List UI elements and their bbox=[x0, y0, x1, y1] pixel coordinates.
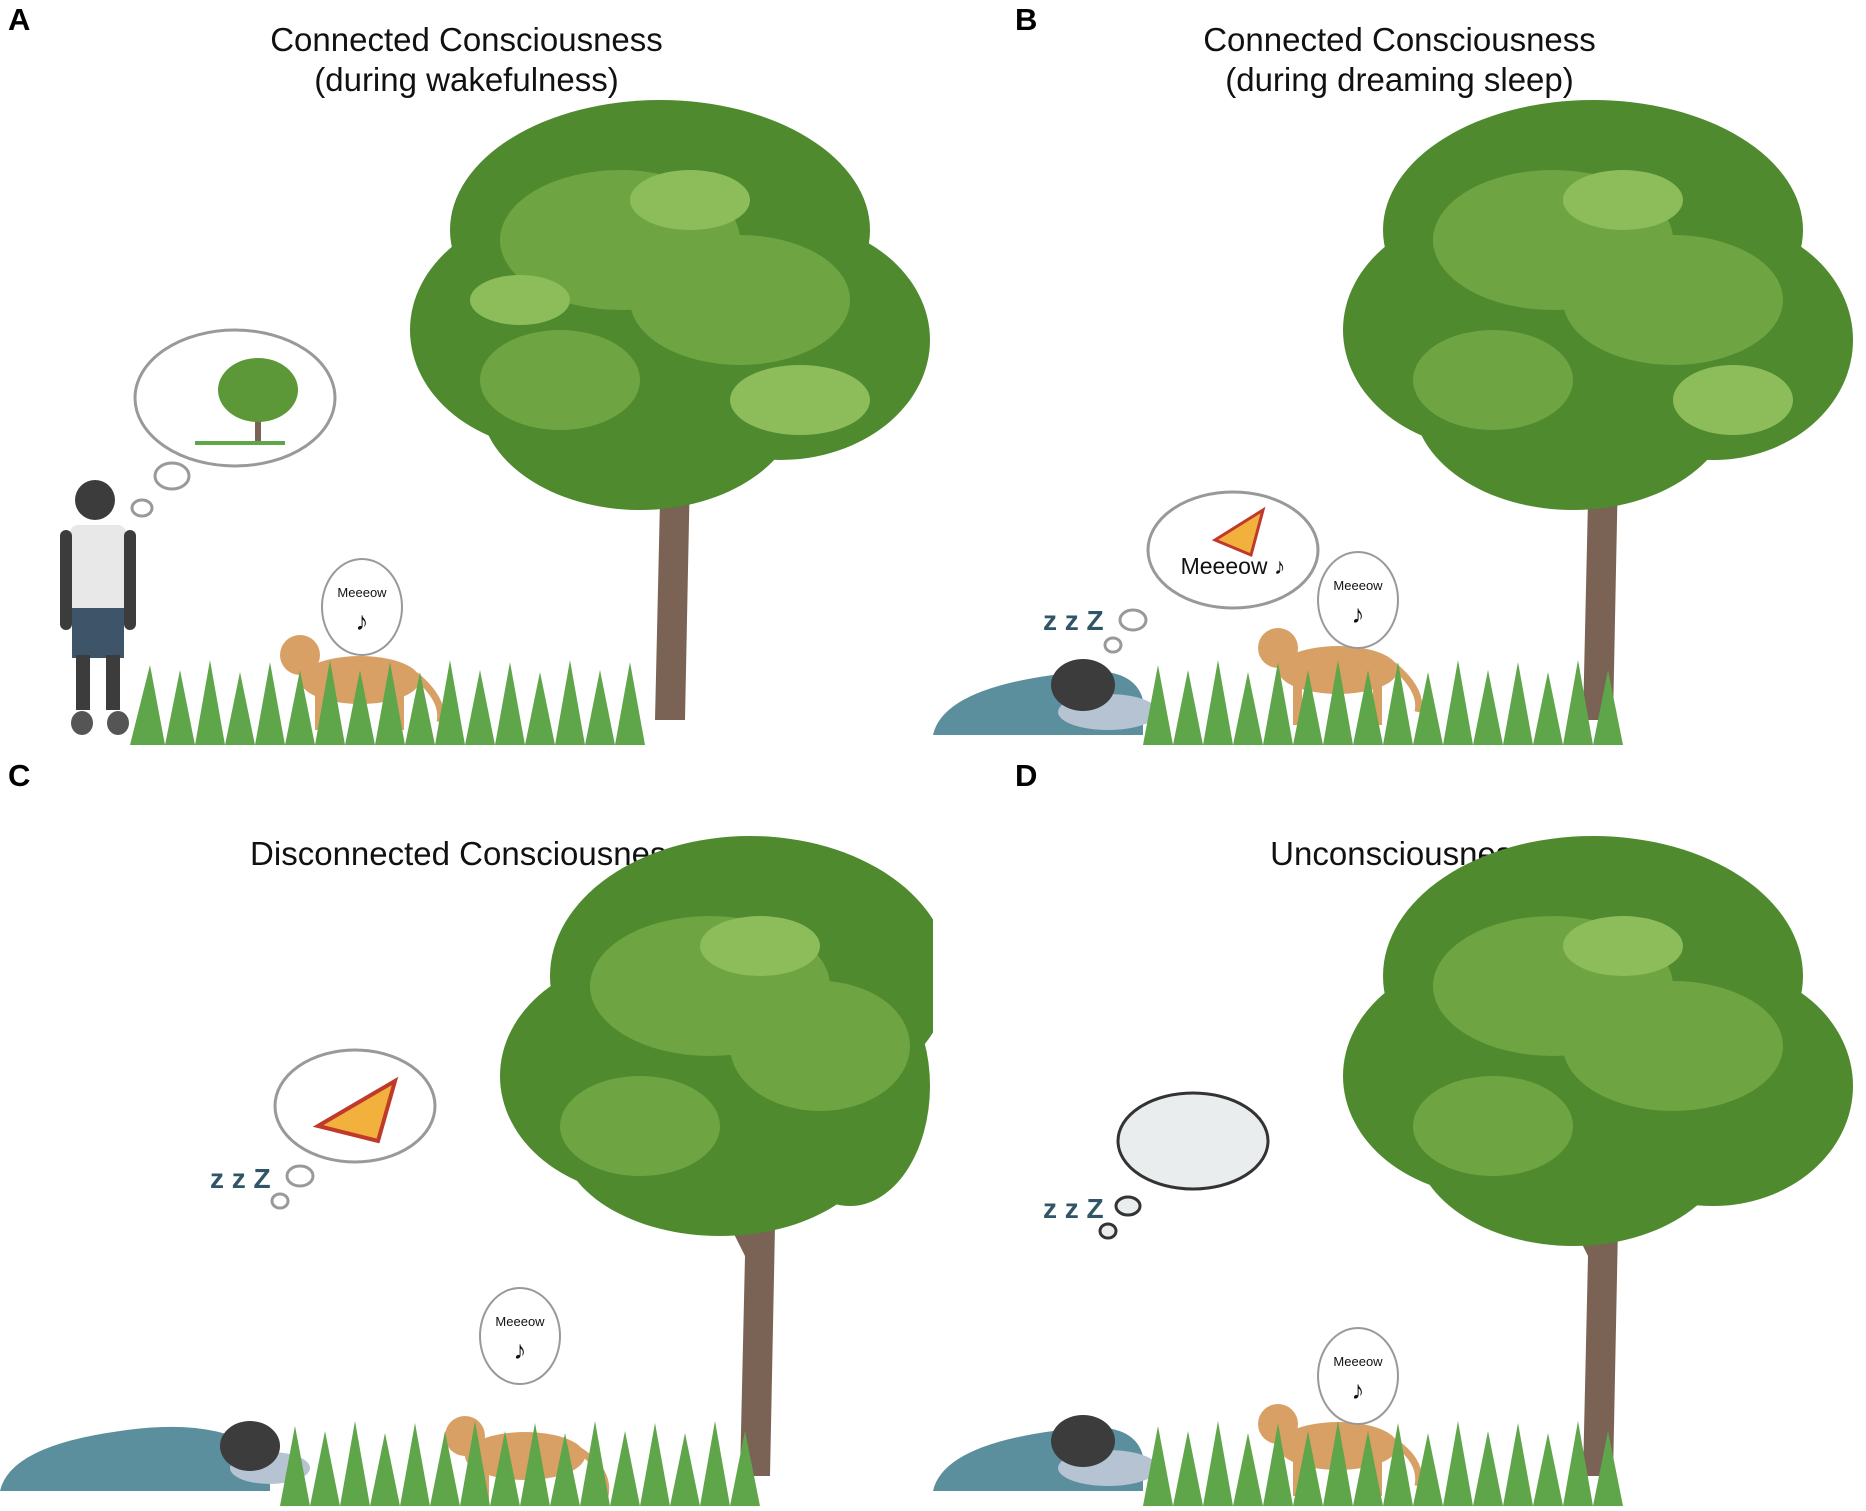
person-icon bbox=[60, 480, 136, 735]
grass bbox=[130, 660, 645, 745]
panel-title: Connected Consciousness (during dreaming… bbox=[933, 20, 1866, 100]
title-line-2: (during dreaming sleep) bbox=[1225, 61, 1574, 98]
dream-speech-text: Meeeow ♪ bbox=[1181, 553, 1286, 579]
panel-c: C Disconnected Consciousness z z Z bbox=[0, 756, 933, 1511]
cat-speech-text: Meeeow bbox=[495, 1314, 545, 1329]
panel-title: Connected Consciousness (during wakefuln… bbox=[0, 20, 933, 100]
title-line-1: Connected Consciousness bbox=[1203, 21, 1596, 58]
pizza-icon bbox=[1211, 506, 1266, 558]
cat-speech-text: Meeeow bbox=[1333, 1354, 1383, 1369]
grass bbox=[1143, 660, 1623, 745]
music-note-icon: ♪ bbox=[1352, 599, 1365, 629]
title-line-1: Disconnected Consciousness bbox=[250, 835, 683, 872]
tree-icon bbox=[1343, 100, 1853, 720]
panel-letter: B bbox=[1015, 2, 1038, 37]
speech-bubble-icon: Meeeow ♪ bbox=[479, 1287, 561, 1385]
thought-bubble-icon bbox=[1098, 1091, 1270, 1240]
thought-bubble-icon bbox=[270, 1048, 437, 1210]
speech-bubble-icon: Meeeow ♪ bbox=[1317, 1327, 1399, 1425]
tree-icon bbox=[500, 836, 933, 1476]
tree-icon bbox=[1343, 836, 1853, 1476]
speech-bubble-icon: Meeeow ♪ bbox=[321, 558, 403, 656]
title-line-2: (during wakefulness) bbox=[314, 61, 619, 98]
grass bbox=[1143, 1421, 1623, 1506]
thought-bubble-icon bbox=[130, 328, 337, 518]
music-note-icon: ♪ bbox=[356, 606, 369, 636]
scene-a: Meeeow ♪ bbox=[60, 100, 930, 745]
panel-letter: A bbox=[8, 2, 31, 37]
title-line-1: Connected Consciousness bbox=[270, 21, 663, 58]
panel-d: D Unconsciousness z z Z bbox=[933, 756, 1866, 1511]
sleeping-person-icon bbox=[0, 1421, 310, 1491]
panel-letter: C bbox=[8, 758, 31, 793]
scene-b: Meeeow ♪ z z Z Meeeow ♪ bbox=[933, 100, 1853, 745]
thought-bubble-icon: Meeeow ♪ bbox=[1103, 490, 1320, 654]
cat-speech-text: Meeeow bbox=[1333, 578, 1383, 593]
sleeping-person-icon bbox=[933, 659, 1158, 735]
panel-a: A Connected Consciousness (during wakefu… bbox=[0, 0, 933, 755]
zzz-text: z z Z bbox=[1043, 605, 1104, 636]
pizza-icon bbox=[312, 1076, 399, 1144]
panel-title: Disconnected Consciousness bbox=[0, 834, 933, 874]
sleeping-person-icon bbox=[933, 1415, 1158, 1491]
panel-b: B Connected Consciousness (during dreami… bbox=[933, 0, 1866, 755]
grass bbox=[280, 1421, 760, 1506]
panel-letter: D bbox=[1015, 758, 1038, 793]
cat-speech-text: Meeeow bbox=[337, 585, 387, 600]
scene-d: z z Z Meeeow ♪ bbox=[933, 836, 1853, 1506]
speech-bubble-icon: Meeeow ♪ bbox=[1317, 551, 1399, 649]
music-note-icon: ♪ bbox=[1352, 1375, 1365, 1405]
tree-icon bbox=[410, 100, 930, 720]
scene-c: z z Z Meeeow ♪ bbox=[0, 836, 933, 1506]
zzz-text: z z Z bbox=[210, 1163, 271, 1194]
music-note-icon: ♪ bbox=[514, 1335, 527, 1365]
zzz-text: z z Z bbox=[1043, 1193, 1104, 1224]
